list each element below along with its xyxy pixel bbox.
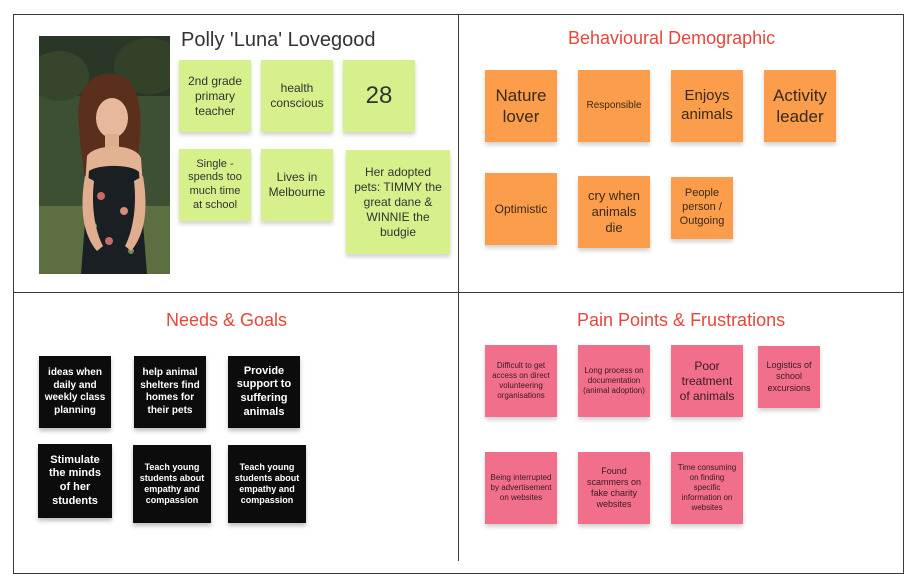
sticky-note-relationship: Single - spends too much time at school <box>179 149 251 221</box>
sticky-note-health: health conscious <box>261 60 333 132</box>
sticky-note-pain: Poor treatment of animals <box>671 345 743 417</box>
sticky-note-need: Teach young students about empathy and c… <box>228 445 306 523</box>
sticky-note-behaviour: Enjoys animals <box>671 70 743 142</box>
sticky-note-need: Teach young students about empathy and c… <box>133 445 211 523</box>
sticky-note-behaviour: Responsible <box>578 70 650 142</box>
sticky-note-pain: Logistics of school excursions <box>758 346 820 408</box>
sticky-note-behaviour: Optimistic <box>485 173 557 245</box>
sticky-note-need: Provide support to suffering animals <box>228 356 300 428</box>
sticky-note-need: Stimulate the minds of her students <box>38 444 112 518</box>
sticky-note-occupation: 2nd grade primary teacher <box>179 60 251 132</box>
sticky-note-pain: Long process on documentation (animal ad… <box>578 345 650 417</box>
sticky-note-behaviour: cry when animals die <box>578 176 650 248</box>
needs-title: Needs & Goals <box>166 310 288 330</box>
persona-photo <box>39 36 170 274</box>
sticky-note-behaviour: Nature lover <box>485 70 557 142</box>
sticky-note-pets: Her adopted pets: TIMMY the great dane &… <box>346 150 450 254</box>
vertical-divider <box>458 14 459 561</box>
sticky-note-need: ideas when daily and weekly class planni… <box>39 356 111 428</box>
behavioural-title: Behavioural Demographic <box>568 28 776 48</box>
sticky-note-age: 28 <box>343 60 415 132</box>
persona-name: Polly 'Luna' Lovegood <box>181 29 376 51</box>
persona-photo-illustration <box>39 36 170 274</box>
sticky-note-location: Lives in Melbourne <box>261 149 333 221</box>
sticky-note-pain: Difficult to get access on direct volunt… <box>485 345 557 417</box>
sticky-note-behaviour: Activity leader <box>764 70 836 142</box>
sticky-note-need: help animal shelters find homes for thei… <box>134 356 206 428</box>
sticky-note-pain: Time consuming on finding specific infor… <box>671 452 743 524</box>
pain-points-title: Pain Points & Frustrations <box>577 310 786 330</box>
sticky-note-pain: Found scammers on fake charity websites <box>578 452 650 524</box>
sticky-note-behaviour: People person / Outgoing <box>671 177 733 239</box>
sticky-note-pain: Being interrupted by advertisement on we… <box>485 452 557 524</box>
